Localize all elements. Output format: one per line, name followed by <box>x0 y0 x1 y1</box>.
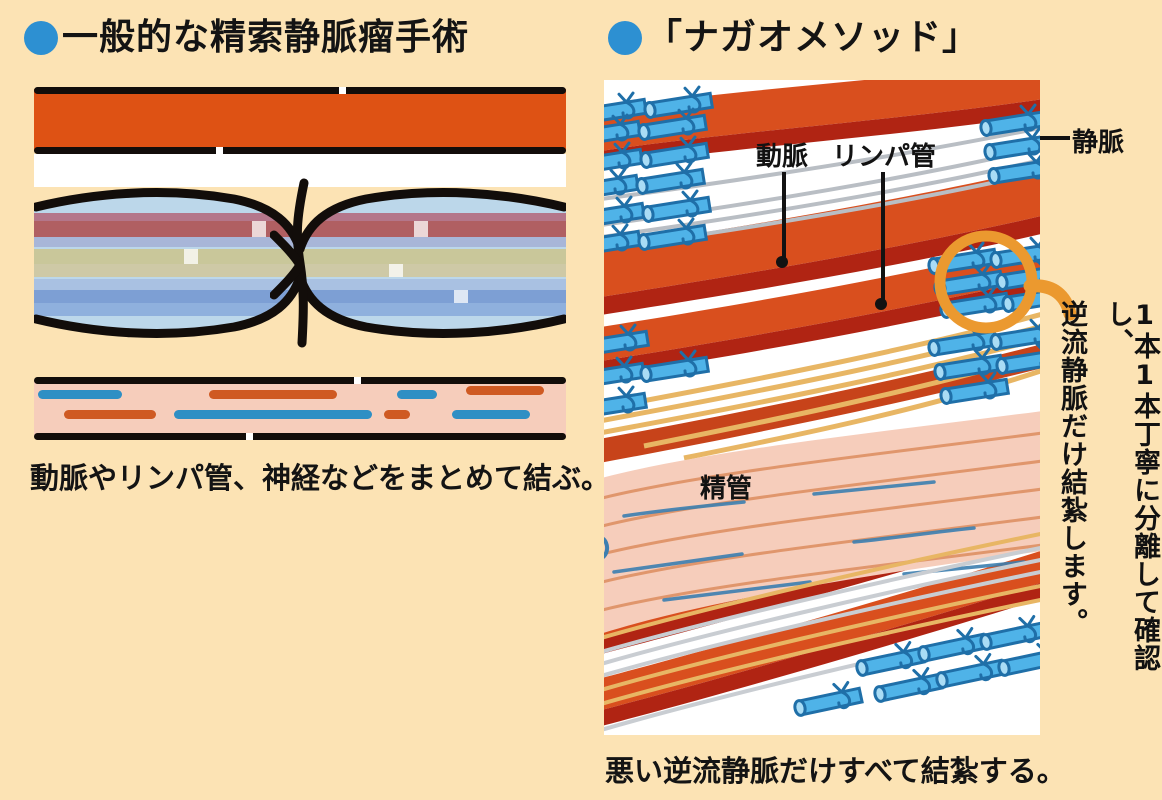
lymph-label: リンパ管 <box>832 142 937 172</box>
stripe-nick <box>414 221 428 237</box>
vein-label: 静脈 <box>1072 128 1125 158</box>
vessel-dash <box>452 410 530 419</box>
vessel-dash <box>209 390 337 399</box>
left-artery-top-outline <box>34 87 566 94</box>
outline-nick <box>339 87 346 94</box>
left-caption: 動脈やリンパ管、神経などをまとめて結ぶ。 <box>30 461 611 495</box>
right-section-title: 「ナガオメソッド」 <box>608 20 979 56</box>
left-vas-top-outline <box>34 377 566 384</box>
outline-nick <box>246 433 253 440</box>
blue-circle-bullet-icon <box>608 21 642 55</box>
left-illustration-panel <box>34 85 566 440</box>
vertical-note-column-left: 逆流静脈だけ結紮します。 <box>1056 300 1087 636</box>
lymph-leader-dot <box>875 298 887 310</box>
left-vas-dashes <box>34 380 566 436</box>
vessel-dash <box>174 410 372 419</box>
left-artery-band <box>34 89 566 151</box>
artery-label: 動脈 <box>756 142 809 172</box>
outline-nick <box>354 377 361 384</box>
blue-circle-bullet-icon <box>24 21 58 55</box>
lymph-lower-bundle <box>604 532 1040 732</box>
right-caption: 悪い逆流静脈だけすべて結紮する。 <box>605 754 1066 788</box>
stripe-nick <box>184 249 198 264</box>
left-vas-bottom-outline <box>34 433 566 440</box>
right-title-text: 「ナガオメソッド」 <box>646 17 980 58</box>
stripe-nick <box>389 264 403 277</box>
right-illustration-panel <box>604 80 1040 735</box>
left-artery-bottom-outline <box>34 147 566 154</box>
vessel-dash <box>38 390 122 399</box>
stripe-nick <box>454 290 468 303</box>
ligature-knot-icon <box>270 178 309 348</box>
nagao-method-illustration <box>604 80 1040 735</box>
artery-leader-dot <box>776 256 788 268</box>
artery-group <box>604 80 1040 726</box>
left-section-title: 一般的な精索静脈瘤手術 <box>24 20 469 56</box>
left-title-text: 一般的な精索静脈瘤手術 <box>62 17 470 58</box>
vein-leader-line <box>1040 136 1070 140</box>
bundle-outline <box>34 188 566 338</box>
vas-label: 精管 <box>700 474 753 504</box>
vessel-dash <box>64 410 156 419</box>
vertical-note-column-right: 1本1本丁寧に分離して確認し、 <box>1102 300 1160 672</box>
stripe-nick <box>252 221 266 237</box>
lymph-leader-line <box>881 172 885 302</box>
vessel-dash <box>466 386 544 395</box>
outline-nick <box>216 147 223 154</box>
artery-leader-line <box>782 172 786 260</box>
vessel-dash <box>384 410 410 419</box>
vessel-dash <box>397 390 437 399</box>
vas-deferens-group <box>604 411 1040 633</box>
